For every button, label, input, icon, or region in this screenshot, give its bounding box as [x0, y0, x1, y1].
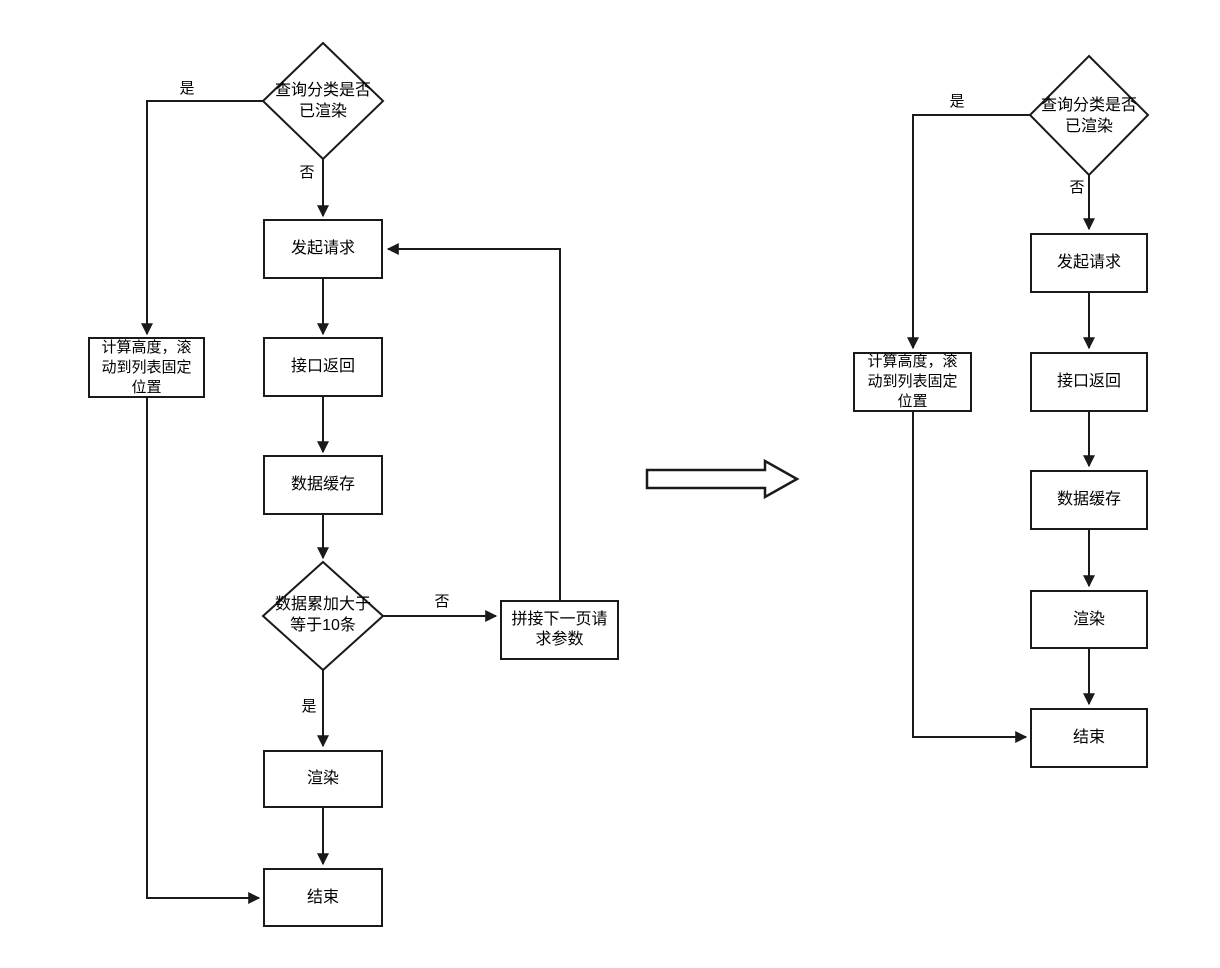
decision-rendered-text: 查询分类是否 已渲染: [274, 82, 372, 120]
node-calc-height: 计算高度，滚 动到列表固定 位置: [88, 337, 205, 398]
decision-diamond-rendered-2: [1028, 54, 1150, 177]
flowchart-before-edges: [141, 100, 561, 904]
node-end-2: 结束: [1030, 708, 1148, 768]
decision-rendered-text-2: 查询分类是否 已渲染: [1040, 97, 1138, 135]
node-request-2: 发起请求: [1030, 233, 1148, 293]
edge-label-no-3: 否: [1069, 179, 1085, 196]
node-calc-height-2: 计算高度，滚 动到列表固定 位置: [853, 352, 972, 412]
node-api-return: 接口返回: [263, 337, 383, 397]
edge-label-yes: 是: [179, 80, 195, 97]
decision-diamond-count: [261, 560, 385, 672]
edge-label-no-2: 否: [434, 593, 450, 610]
edge-concat-loop-to-request: [386, 243, 561, 600]
node-render: 渲染: [263, 750, 383, 808]
transform-arrow-icon: [645, 458, 800, 500]
decision-count-text: 数据累加大于 等于10条: [274, 596, 372, 634]
decision-diamond-rendered: [261, 41, 385, 161]
edge-label-yes-3: 是: [949, 93, 965, 110]
edge-label-yes-2: 是: [301, 698, 317, 715]
node-end: 结束: [263, 868, 383, 927]
flowchart-after-edges: [907, 114, 1095, 743]
node-data-cache-2: 数据缓存: [1030, 470, 1148, 530]
node-render-2: 渲染: [1030, 590, 1148, 649]
edge2-calc-to-end: [912, 412, 1028, 743]
edge-calc-to-end: [146, 398, 261, 904]
edge-yes-to-calc: [141, 100, 263, 336]
node-data-cache: 数据缓存: [263, 455, 383, 515]
node-request: 发起请求: [263, 219, 383, 279]
edge2-yes-to-calc: [907, 114, 1030, 350]
edge-label-no: 否: [299, 164, 315, 181]
node-concat-next-page: 拼接下一页请 求参数: [500, 600, 619, 660]
node-api-return-2: 接口返回: [1030, 352, 1148, 412]
